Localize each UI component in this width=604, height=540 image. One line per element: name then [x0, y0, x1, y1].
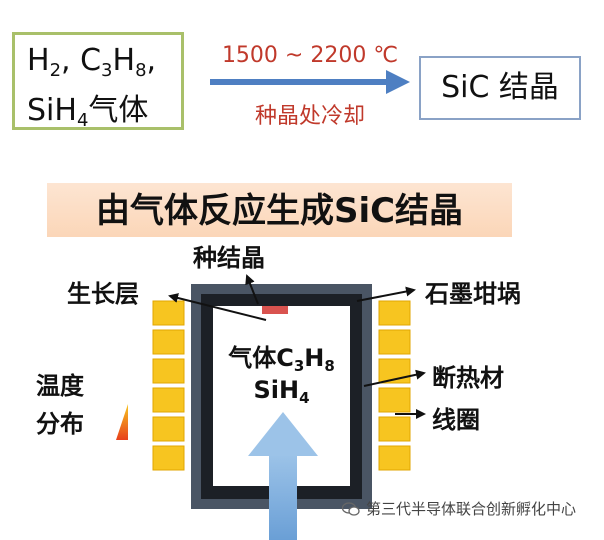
- gas-input-line-2: SiH4气体: [27, 93, 149, 131]
- process-title: 由气体反应生成SiC结晶: [95, 191, 464, 231]
- label-graphite-crucible: 石墨坩埚: [425, 280, 521, 308]
- subscript: 2: [49, 60, 62, 81]
- label-coil: 线圈: [432, 406, 480, 434]
- subscript: 3: [101, 60, 113, 81]
- title-banner: [47, 183, 512, 237]
- label-temperature-1: 温度: [36, 372, 84, 400]
- subscript: 8: [135, 60, 147, 81]
- arrow-right-icon: [210, 70, 410, 94]
- label-seed-crystal: 种结晶: [193, 244, 265, 272]
- gas-input-line-1: H2, C3H8,: [27, 43, 157, 81]
- label-growth-layer: 生长层: [67, 280, 139, 308]
- subscript: 4: [76, 110, 89, 131]
- flow-arrow-icon: [248, 412, 318, 540]
- temperature-gradient-icon: [116, 404, 128, 440]
- crucible-gas-line-1: 气体C3H8: [228, 344, 335, 375]
- temperature-range: 1500 ~ 2200 ℃: [221, 43, 399, 68]
- watermark-text: 第三代半导体联合创新孵化中心: [366, 500, 577, 518]
- crucible-gas-line-2: SiH4: [253, 376, 310, 407]
- gas-input-box: H2, C3H8, SiH4气体: [12, 32, 184, 131]
- subscript: 8: [324, 357, 335, 375]
- label-temperature-2: 分布: [36, 410, 84, 438]
- cooling-condition: 种晶处冷却: [254, 104, 365, 129]
- subscript: 4: [299, 389, 310, 407]
- wechat-icon: [342, 502, 360, 516]
- crucible-leader: [356, 286, 416, 302]
- seed-crystal: [262, 306, 288, 314]
- growth-layer-leader: [168, 293, 267, 321]
- coil-right: [378, 300, 411, 471]
- sic-crystal-box: SiC 结晶: [419, 56, 581, 120]
- coil-left: [152, 300, 185, 471]
- label-insulation: 断热材: [432, 364, 504, 392]
- insulation-leader: [363, 369, 426, 387]
- subscript: 3: [293, 357, 305, 375]
- watermark: 第三代半导体联合创新孵化中心: [342, 498, 576, 519]
- seed-crystal-leader: [245, 274, 259, 305]
